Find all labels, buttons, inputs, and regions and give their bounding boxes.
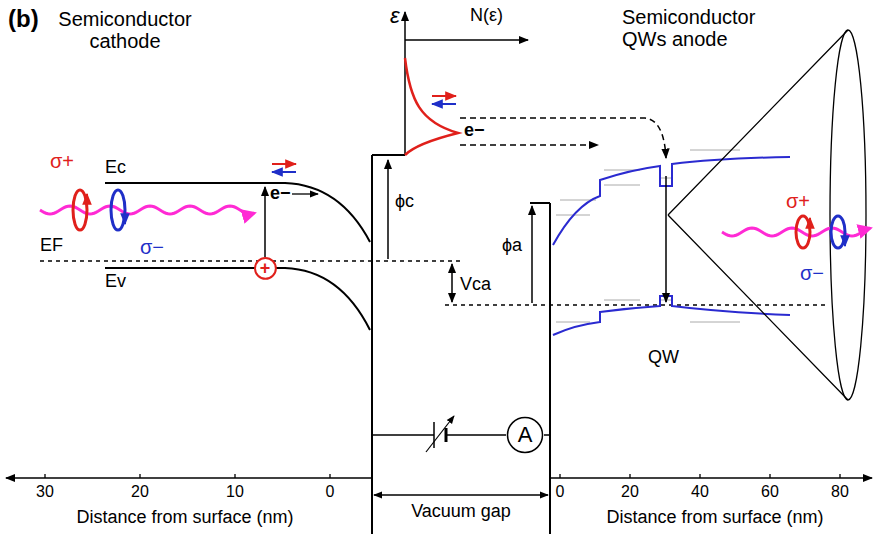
battery-plate [433,422,435,448]
polarization-arrow [124,214,126,224]
text-label: σ− [800,262,824,284]
spin-arrow [272,163,296,165]
gap-arrow [374,494,548,495]
work-function-arrow [531,206,533,303]
text-label: Ec [105,158,126,178]
recombination-arrow [665,176,667,302]
bias-arrow [451,264,453,302]
tick-label: 60 [761,483,779,501]
circle-shape [508,418,543,453]
tick-label: 80 [831,483,849,501]
excitation-arrow [264,187,266,257]
polarization-loop [831,216,845,248]
polarization-loop [73,190,87,230]
node-text: A [518,424,533,446]
text-label: Distance from surface (nm) [606,508,823,528]
tick-label: 20 [621,483,639,501]
ammeter-symbol: A [506,416,544,454]
emission-cone [668,30,848,400]
hole-circle: + [253,256,278,281]
anode-fermi-level [445,304,828,305]
text-label: σ+ [786,190,810,212]
conduction-band [105,183,370,242]
battery-plate [445,428,448,442]
axis-ticks [45,474,840,478]
tick-label: 10 [226,483,244,501]
spin-arrow [432,95,456,97]
polarization-arrow [809,218,811,228]
anode-valence-band [553,296,790,335]
text-label: Ev [105,272,126,292]
text-label: ϕc [395,192,414,212]
polarization-loop [796,216,810,248]
text-label: e− [270,184,291,204]
vacuum-level [530,202,550,204]
valence-band [105,268,370,330]
distance-axis [550,477,872,479]
energy-distribution [405,58,458,155]
cathode-surface [371,155,373,534]
vacuum-level [372,154,405,156]
text-label: e− [464,121,485,141]
emission-arrow [292,193,318,194]
subband-levels [556,150,740,322]
text-label: σ+ [50,150,74,172]
text-label: EF [40,236,63,256]
spin-arrow [432,103,456,105]
anode-conduction-band [553,157,790,245]
tick-label: 0 [326,483,335,501]
injection-arrow [460,144,598,146]
tick-label: 30 [36,483,54,501]
text-label: Distance from surface (nm) [76,508,293,528]
work-function-arrow [387,160,389,259]
polarization-arrow [86,194,88,204]
tick-label: 0 [556,483,565,501]
circle-shape [255,258,276,279]
tick-label: 20 [131,483,149,501]
distance-axis [6,477,372,479]
polarization-arrow [844,236,846,246]
text-label: Vca [460,275,491,295]
dos-axis [405,39,528,41]
anode-surface [549,203,551,534]
text-label: Semiconductor QWs anode [622,6,772,50]
tick-label: 40 [691,483,709,501]
polarization-loop [111,190,125,230]
text-label: QW [648,348,679,368]
text-label: Vacuum gap [411,502,511,522]
text-label: σ− [140,236,164,258]
energy-axis [404,12,406,155]
emission-cone [830,30,866,400]
text-label: Semiconductor cathode [50,8,200,52]
spin-arrow [272,171,296,173]
text-label: (b) [8,6,39,32]
injection-arrow [460,118,666,158]
variable-arrow [426,416,454,452]
fermi-level [40,260,460,261]
node-text: + [260,259,271,277]
text-label: ε [390,4,400,28]
text-label: ϕa [502,236,522,256]
text-label: N(ε) [470,6,503,26]
